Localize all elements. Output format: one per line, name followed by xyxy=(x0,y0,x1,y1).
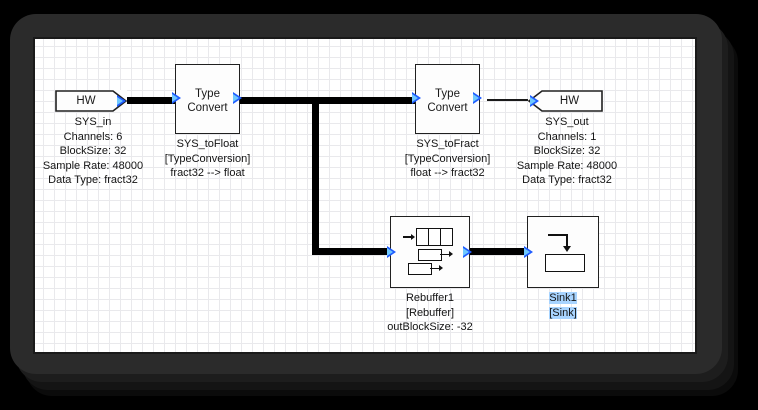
block-sys-in[interactable]: HW xyxy=(55,90,127,112)
rebuffer1-caption: Rebuffer1 [Rebuffer] outBlockSize: -32 xyxy=(355,291,505,335)
rebuffer1-type: [Rebuffer] xyxy=(405,306,455,319)
sys-out-shape[interactable]: HW xyxy=(528,90,603,112)
rebuffer1-input-port[interactable] xyxy=(387,246,396,258)
sys-in-prop-channels: Channels: 6 xyxy=(63,130,123,143)
rebuffer-icon xyxy=(390,216,470,288)
sys-tofract-name: SYS_toFract xyxy=(416,138,479,150)
sys-tofract-caption: SYS_toFract [TypeConversion] float --> f… xyxy=(380,137,515,181)
wire-rebuffer-sink[interactable] xyxy=(467,248,530,255)
sys-in-output-port[interactable] xyxy=(117,95,126,107)
sys-out-prop-channels: Channels: 1 xyxy=(537,130,597,143)
sys-out-input-port[interactable] xyxy=(530,95,539,107)
sys-tofract-output-port[interactable] xyxy=(473,92,482,104)
diagram-canvas[interactable]: HW SYS_in Channels: 6 BlockSize: 32 Samp… xyxy=(33,37,697,354)
sys-in-prop-samplerate: Sample Rate: 48000 xyxy=(42,159,144,172)
sys-tofloat-title-line2: Convert xyxy=(187,102,228,114)
sys-tofloat-conversion: fract32 --> float xyxy=(170,167,245,179)
sink1-type: [Sink] xyxy=(505,306,621,321)
sys-tofract-type: [TypeConversion] xyxy=(404,152,491,165)
sys-tofloat-output-port[interactable] xyxy=(233,92,242,104)
sys-in-icon-label: HW xyxy=(76,95,96,107)
block-rebuffer1[interactable] xyxy=(387,216,472,288)
sink1-input-port[interactable] xyxy=(524,246,533,258)
wire-tofract-sysout[interactable] xyxy=(487,99,550,101)
sys-out-prop-blocksize: BlockSize: 32 xyxy=(533,145,601,157)
sys-tofract-title-line2: Convert xyxy=(427,102,468,114)
sys-in-prop-blocksize: BlockSize: 32 xyxy=(59,145,127,157)
sink-icon xyxy=(527,216,599,288)
block-sys-out[interactable]: HW xyxy=(528,90,603,112)
sys-out-icon-label: HW xyxy=(559,95,580,107)
sys-in-prop-datatype: Data Type: fract32 xyxy=(48,174,138,186)
sink1-name-text: Sink1 xyxy=(549,292,577,304)
sys-tofract-title-line1: Type xyxy=(435,88,460,100)
wire-sysin-tofloat[interactable] xyxy=(121,97,176,104)
sys-tofract-shape[interactable] xyxy=(415,64,480,134)
sys-tofloat-caption: SYS_toFloat [TypeConversion] fract32 -->… xyxy=(140,137,275,181)
block-sys-tofract[interactable]: Type Convert xyxy=(412,64,482,134)
sink1-type-text: [Sink] xyxy=(549,306,577,319)
sys-tofract-conversion: float --> fract32 xyxy=(410,167,485,179)
sys-tofract-input-port[interactable] xyxy=(412,92,421,104)
rebuffer1-param: outBlockSize: -32 xyxy=(387,321,473,333)
sys-out-prop-samplerate: Sample Rate: 48000 xyxy=(516,159,618,172)
sink1-shape[interactable] xyxy=(527,216,599,288)
wire-branch-vertical[interactable] xyxy=(312,97,319,255)
sys-out-caption: SYS_out Channels: 1 BlockSize: 32 Sample… xyxy=(487,115,647,188)
rebuffer1-output-port[interactable] xyxy=(463,246,472,258)
block-sys-tofloat[interactable]: Type Convert xyxy=(172,64,242,134)
sys-tofloat-title-line1: Type xyxy=(195,88,220,100)
sink1-name: Sink1 xyxy=(505,291,621,306)
block-sink1[interactable] xyxy=(524,216,599,288)
wire-tofloat-trunk[interactable] xyxy=(240,97,420,104)
sys-tofloat-name: SYS_toFloat xyxy=(176,138,239,150)
sys-tofloat-input-port[interactable] xyxy=(172,92,181,104)
sink1-caption: Sink1 [Sink] xyxy=(505,291,621,320)
rebuffer1-name: Rebuffer1 xyxy=(405,292,455,304)
sys-in-caption: SYS_in Channels: 6 BlockSize: 32 Sample … xyxy=(35,115,173,188)
sys-tofloat-type: [TypeConversion] xyxy=(164,152,251,165)
wire-branch-to-rebuffer[interactable] xyxy=(312,248,394,255)
sys-out-name: SYS_out xyxy=(545,116,589,128)
sys-out-prop-datatype: Data Type: fract32 xyxy=(522,174,612,186)
sys-in-name: SYS_in xyxy=(74,116,112,128)
